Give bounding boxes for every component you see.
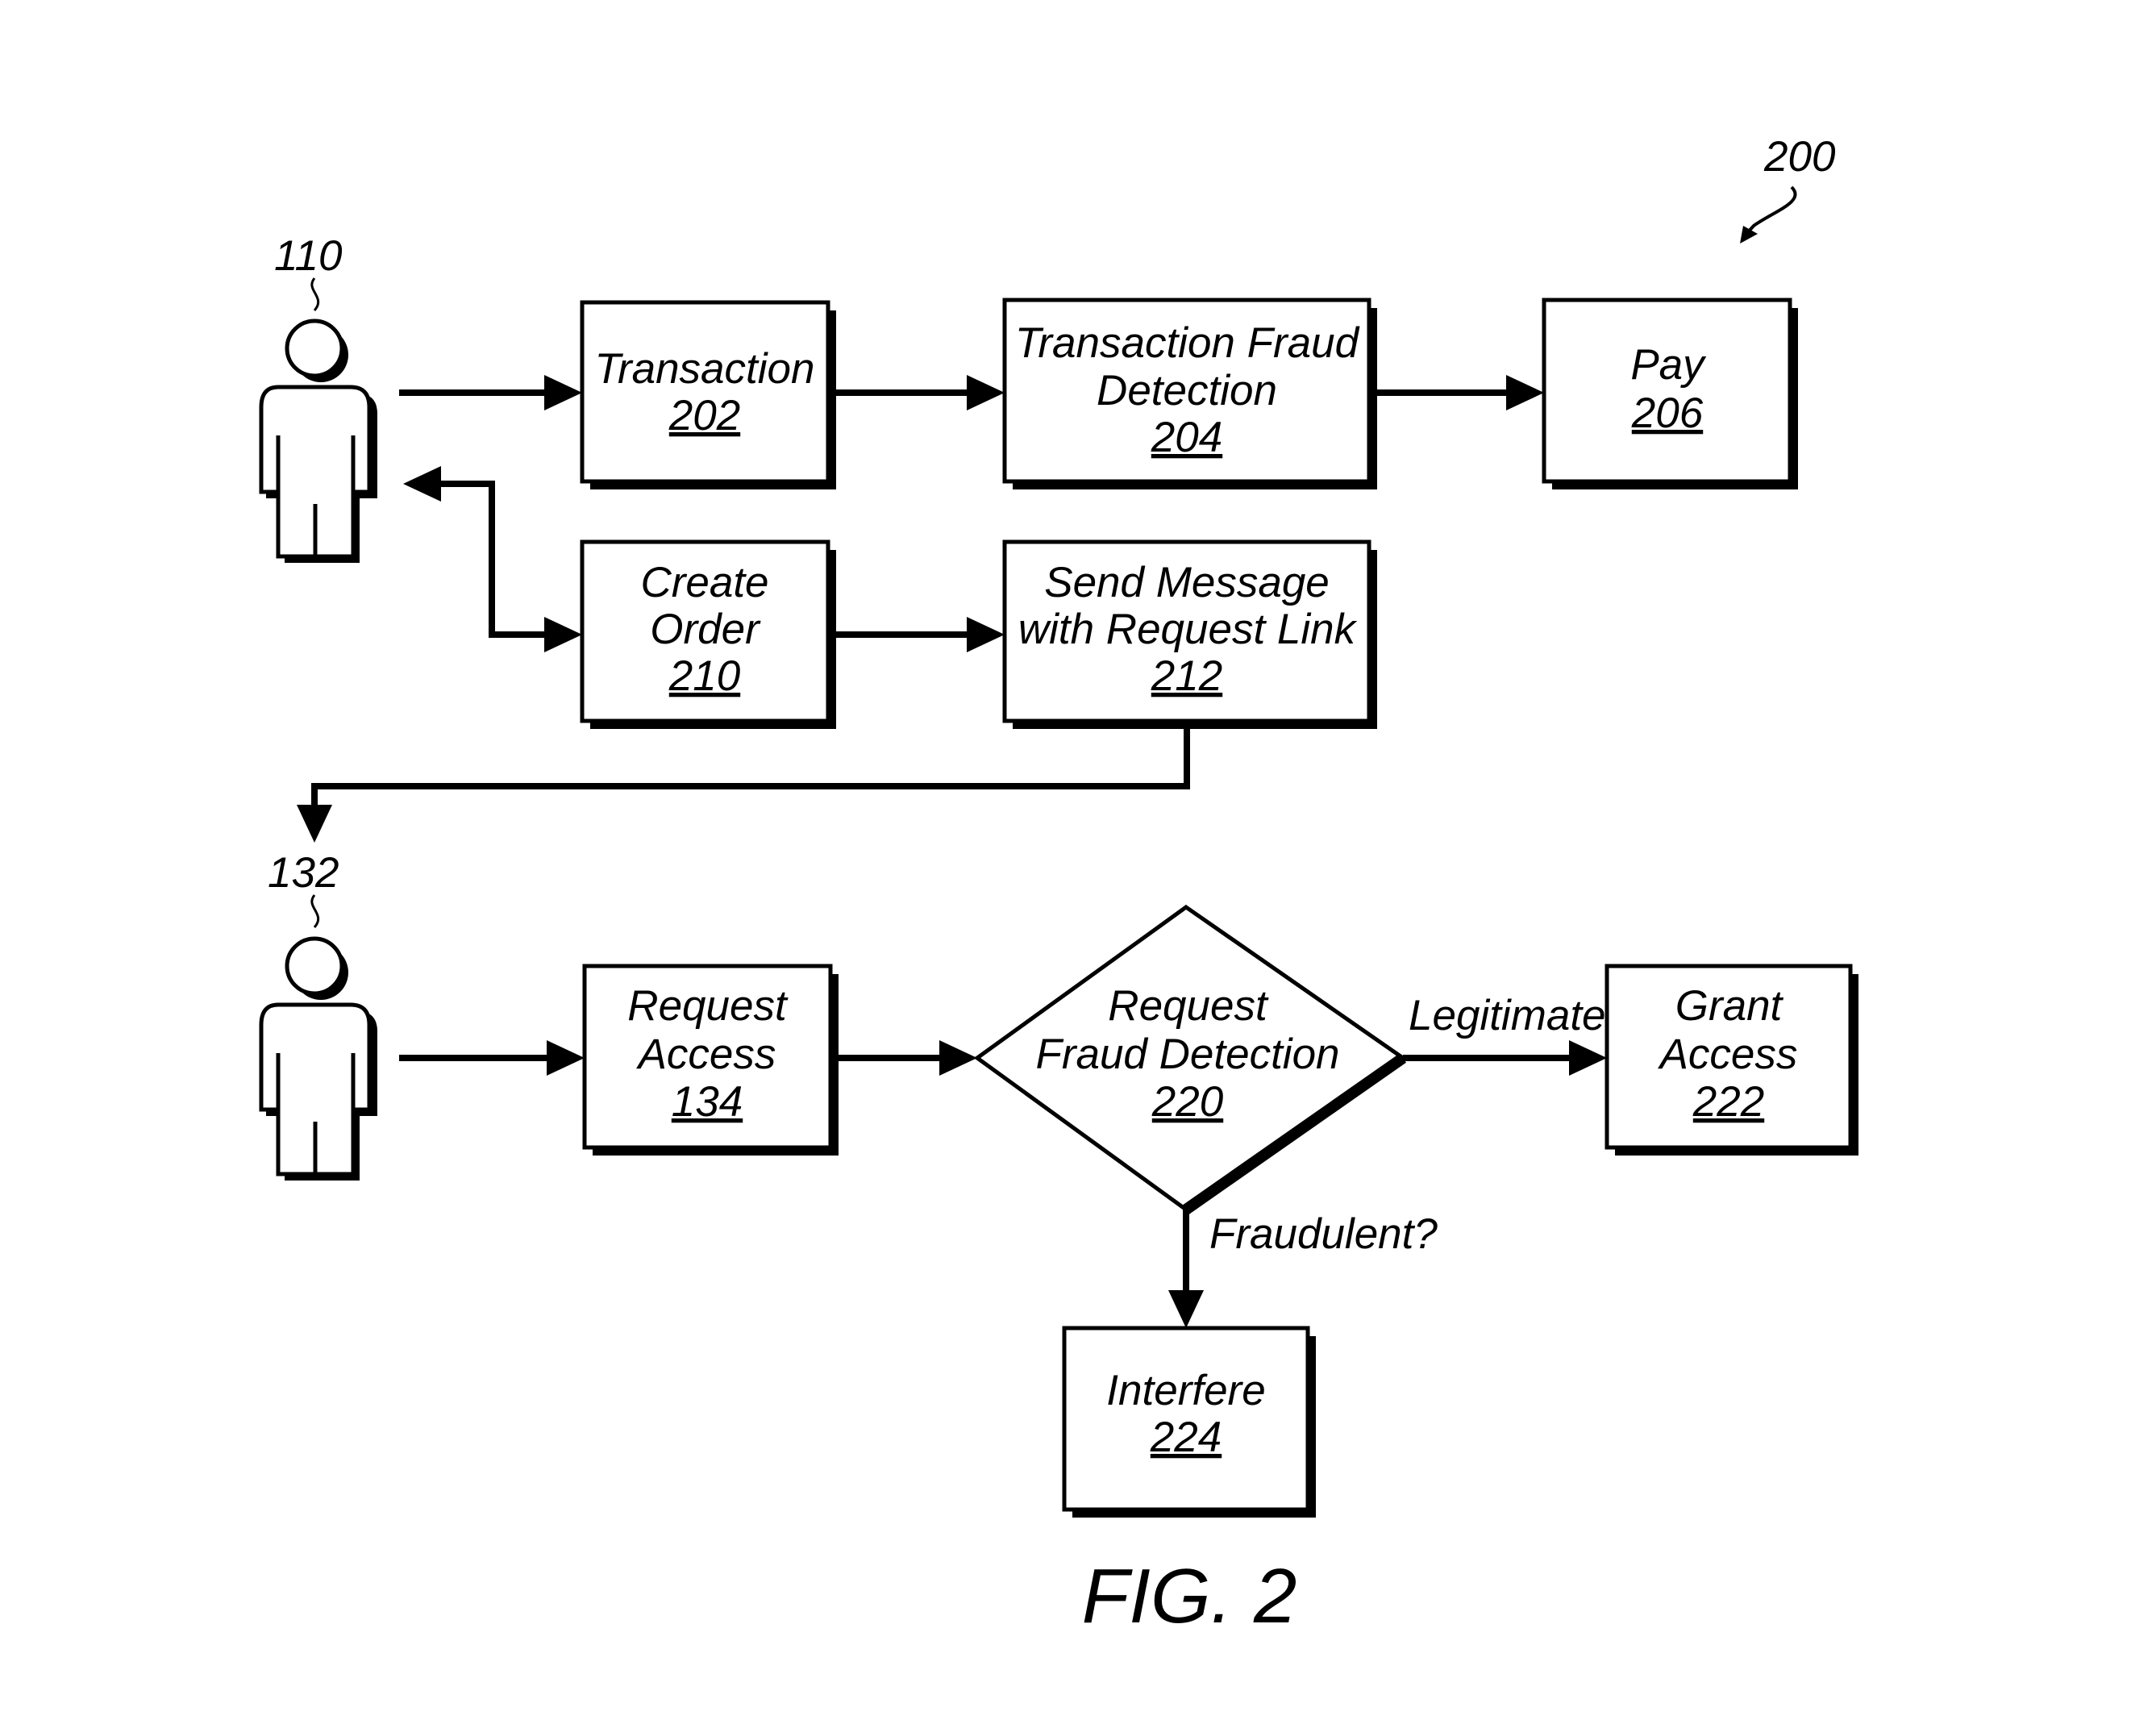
arrow-transaction-to-fraud-detection — [835, 375, 1005, 410]
request-access-label-2: Access — [636, 1031, 776, 1078]
figure-caption: FIG. 2 — [1082, 1553, 1297, 1639]
interfere-label: Interfere — [1106, 1367, 1265, 1414]
create-order-label-1: Create — [640, 559, 768, 606]
recipient-actor: 132 — [259, 849, 377, 1181]
legitimate-label: Legitimate — [1409, 992, 1606, 1039]
fraudulent-label: Fraudulent? — [1209, 1210, 1438, 1258]
interfere-ref: 224 — [1150, 1414, 1222, 1461]
user-body — [259, 385, 372, 559]
recipient-head — [285, 936, 344, 996]
grant-access-label-1: Grant — [1675, 982, 1784, 1030]
arrow-user-to-transaction — [399, 375, 582, 410]
figure-ref-arrow — [1745, 185, 1797, 235]
request-fraud-detection-label-2: Fraud Detection — [1035, 1031, 1339, 1078]
arrow-create-order-to-send-message — [835, 617, 1005, 652]
arrow-decision-to-grant-access — [1403, 1040, 1607, 1076]
arrow-fraud-detection-to-pay — [1376, 375, 1544, 410]
create-order-box: Create Order 210 — [580, 539, 836, 729]
send-message-box: Send Message with Request Link 212 — [1002, 539, 1377, 729]
request-fraud-detection-label-1: Request — [1108, 982, 1269, 1030]
request-access-box: Request Access 134 — [582, 964, 839, 1156]
create-order-ref: 210 — [668, 652, 741, 700]
arrow-decision-to-interfere — [1168, 1210, 1204, 1328]
user-head — [285, 319, 344, 378]
create-order-label-2: Order — [650, 606, 761, 653]
arrow-user-create-order-bidirectional — [403, 466, 582, 652]
arrow-send-message-to-recipient — [297, 729, 1190, 843]
request-access-label-1: Request — [627, 982, 789, 1030]
transaction-label: Transaction — [595, 345, 815, 393]
send-message-ref: 212 — [1151, 652, 1222, 700]
figure-ref-label: 200 — [1763, 133, 1836, 181]
transaction-fraud-detection-ref: 204 — [1151, 414, 1222, 461]
pay-ref: 206 — [1631, 389, 1704, 437]
user-actor-ref: 110 — [274, 232, 343, 280]
recipient-actor-ref: 132 — [268, 849, 339, 897]
request-access-ref: 134 — [672, 1078, 743, 1126]
send-message-label-2: with Request Link — [1018, 606, 1358, 653]
transaction-fraud-detection-label-2: Detection — [1097, 367, 1277, 414]
transaction-box: Transaction 202 — [580, 300, 836, 489]
pay-box: Pay 206 — [1542, 298, 1798, 489]
arrow-request-access-to-decision — [837, 1040, 977, 1076]
grant-access-label-2: Access — [1658, 1031, 1798, 1078]
recipient-body — [259, 1002, 372, 1176]
transaction-ref: 202 — [668, 392, 740, 439]
request-fraud-detection-decision: Request Fraud Detection 220 — [973, 904, 1407, 1214]
grant-access-ref: 222 — [1692, 1078, 1764, 1126]
transaction-fraud-detection-box: Transaction Fraud Detection 204 — [1002, 298, 1377, 489]
figure-ref-arrowhead — [1740, 226, 1758, 244]
send-message-label-1: Send Message — [1044, 559, 1330, 606]
interfere-box: Interfere 224 — [1062, 1326, 1316, 1518]
pay-label: Pay — [1630, 341, 1707, 389]
grant-access-box: Grant Access 222 — [1605, 964, 1858, 1156]
request-fraud-detection-ref: 220 — [1151, 1078, 1224, 1126]
transaction-fraud-detection-label-1: Transaction Fraud — [1015, 319, 1360, 367]
user-actor: 110 — [259, 232, 377, 563]
arrow-recipient-to-request-access — [399, 1040, 585, 1076]
